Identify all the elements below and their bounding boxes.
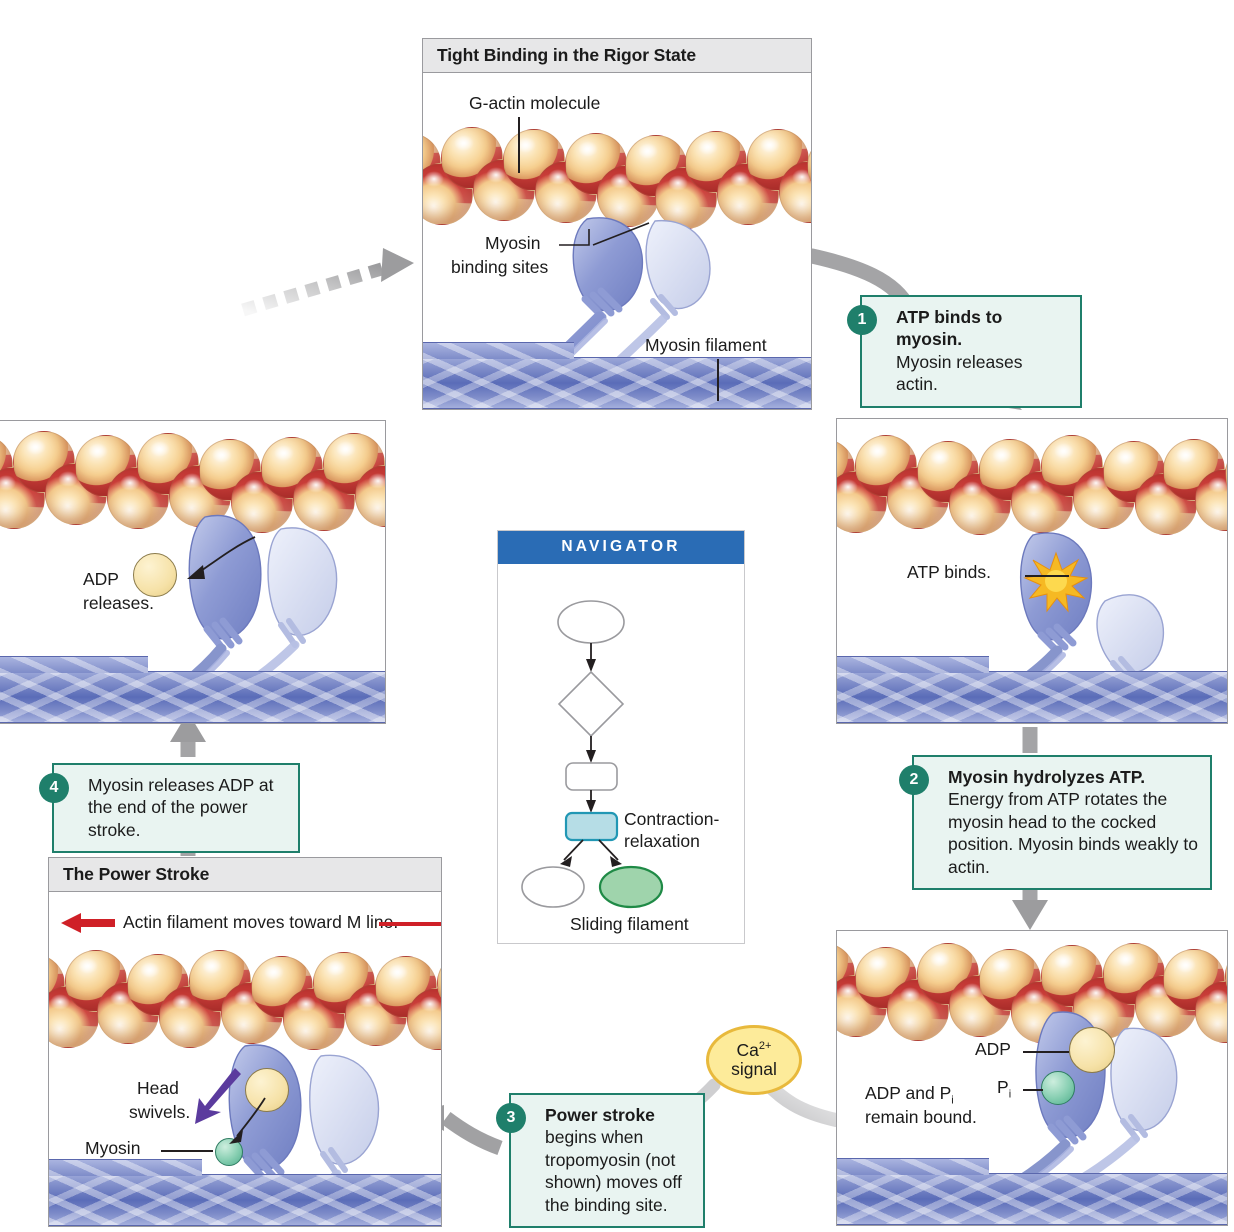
- label-binding-sites-line1: Myosin: [485, 233, 541, 253]
- step-3-bold: Power stroke: [545, 1105, 655, 1125]
- navigator-flowchart: [521, 600, 664, 909]
- panel-adp-pi-bound-body: ADP Pi ADP and Pi remain bound.: [837, 931, 1227, 1225]
- actin-direction-rule: [379, 922, 441, 926]
- pi-release-arrow-icon: [229, 1097, 266, 1144]
- leader-atp-binds: [1025, 575, 1069, 577]
- actin-filament: [837, 425, 1227, 535]
- myosin-thick-filament: [49, 1159, 441, 1226]
- navigator-label-contraction-line1: Contraction-: [624, 809, 720, 829]
- myosin-thick-filament: [423, 342, 811, 409]
- label-actin-moves: Actin filament moves toward M line.: [123, 912, 399, 932]
- panel-rigor-title: Tight Binding in the Rigor State: [423, 39, 811, 73]
- step-4-badge: 4: [39, 773, 69, 803]
- myosin-thick-filament: [837, 656, 1227, 723]
- label-g-actin: G-actin molecule: [469, 93, 601, 113]
- leader-g-actin: [518, 117, 520, 173]
- navigator-header: NAVIGATOR: [498, 531, 744, 564]
- leader-myosin-filament: [717, 359, 719, 401]
- step-3-text: begins when tropomyosin (not shown) move…: [545, 1127, 682, 1215]
- actin-filament: [423, 115, 811, 229]
- label-adp-pi-remain-line1: ADP and Pi: [865, 1083, 954, 1107]
- leader-pi-release: [161, 1150, 213, 1152]
- panel-rigor-body: G-actin molecule Myosin binding sites My…: [423, 73, 811, 409]
- label-adp-releases-line2: releases.: [83, 593, 155, 613]
- adp-release-arrow-icon: [187, 536, 256, 579]
- step-3-badge: 3: [496, 1103, 526, 1133]
- label-adp: ADP: [975, 1039, 1011, 1059]
- arrow-recycle-dashed: [241, 248, 414, 317]
- panel-atp-binds: ATP binds.: [836, 418, 1228, 724]
- step-1-bold: ATP binds to myosin.: [896, 307, 1003, 350]
- leader-binding-sites: [559, 222, 650, 246]
- actin-filament: [0, 423, 385, 533]
- step-4-callout[interactable]: 4 Myosin releases ADP at the end of the …: [39, 763, 300, 854]
- nav-node-ellipse-left: [521, 866, 585, 908]
- navigator-panel: NAVIGATOR: [497, 530, 745, 944]
- label-adp-releases-line1: ADP: [83, 569, 119, 589]
- panel-power-stroke-body: Actin filament moves toward M line.: [49, 892, 441, 1226]
- navigator-label-contraction-line2: relaxation: [624, 831, 700, 851]
- navigator-body: Contraction- relaxation Sliding filament: [498, 564, 744, 938]
- label-atp-binds: ATP binds.: [907, 562, 991, 582]
- adp-molecule-released: [133, 553, 177, 597]
- leader-adp: [1023, 1051, 1069, 1053]
- step-2-callout[interactable]: 2 Myosin hydrolyzes ATP. Energy from ATP…: [899, 755, 1212, 890]
- nav-node-sliding-filament: [598, 865, 664, 909]
- panel-adp-releases: ADP releases.: [0, 420, 386, 724]
- arrow-4b: [170, 712, 206, 757]
- myosin-thick-filament: [837, 1158, 1227, 1225]
- adp-molecule: [245, 1068, 289, 1112]
- actin-filament: [837, 933, 1227, 1043]
- pi-molecule-released: [215, 1138, 243, 1166]
- step-2-badge: 2: [899, 765, 929, 795]
- label-adp-pi-remain-line2: remain bound.: [865, 1107, 977, 1127]
- label-binding-sites-line2: binding sites: [451, 257, 549, 277]
- step-1-badge: 1: [847, 305, 877, 335]
- step-1-callout[interactable]: 1 ATP binds to myosin. Myosin releases a…: [847, 295, 1082, 408]
- ca-signal-line2: signal: [731, 1059, 777, 1080]
- step-4-text: Myosin releases ADP at the end of the po…: [88, 775, 274, 840]
- ca-signal-bubble: Ca2+ signal: [706, 1025, 802, 1095]
- panel-adp-releases-body: ADP releases.: [0, 421, 385, 723]
- nav-node-rect: [565, 762, 618, 791]
- label-pi: Pi: [997, 1077, 1012, 1101]
- step-2-bold: Myosin hydrolyzes ATP.: [948, 767, 1146, 787]
- panel-rigor-state: Tight Binding in the Rigor State: [422, 38, 812, 410]
- myosin-thick-filament: [0, 656, 385, 723]
- actin-filament: [49, 940, 441, 1050]
- label-head-swivels-line1: Head: [137, 1078, 179, 1098]
- panel-power-stroke-title: The Power Stroke: [49, 858, 441, 892]
- label-myosin-releases-pi-line1: Myosin: [85, 1138, 141, 1158]
- nav-node-contraction: [564, 811, 619, 842]
- step-3-callout[interactable]: 3 Power stroke begins when tropomyosin (…: [496, 1093, 705, 1228]
- arrow-1a: [804, 248, 911, 307]
- step-1-text: Myosin releases actin.: [896, 351, 1023, 395]
- step-2-text: Energy from ATP rotates the myosin head …: [948, 789, 1198, 877]
- navigator-label-sliding-filament: Sliding filament: [570, 914, 689, 934]
- nav-node-diamond: [557, 670, 625, 738]
- leader-pi: [1023, 1089, 1043, 1091]
- adp-molecule: [1069, 1027, 1115, 1073]
- pi-molecule: [1041, 1071, 1075, 1105]
- ca-signal-line1: Ca2+: [736, 1039, 772, 1060]
- panel-atp-binds-body: ATP binds.: [837, 419, 1227, 723]
- head-swivel-arrow-icon: [195, 1068, 241, 1124]
- panel-power-stroke: The Power Stroke Actin filament moves to…: [48, 857, 442, 1227]
- label-head-swivels-line2: swivels.: [129, 1102, 191, 1122]
- panel-adp-pi-bound: ADP Pi ADP and Pi remain bound.: [836, 930, 1228, 1226]
- nav-node-ellipse-top: [557, 600, 625, 644]
- actin-direction-arrow-icon: [61, 913, 115, 933]
- label-myosin-filament: Myosin filament: [645, 335, 767, 355]
